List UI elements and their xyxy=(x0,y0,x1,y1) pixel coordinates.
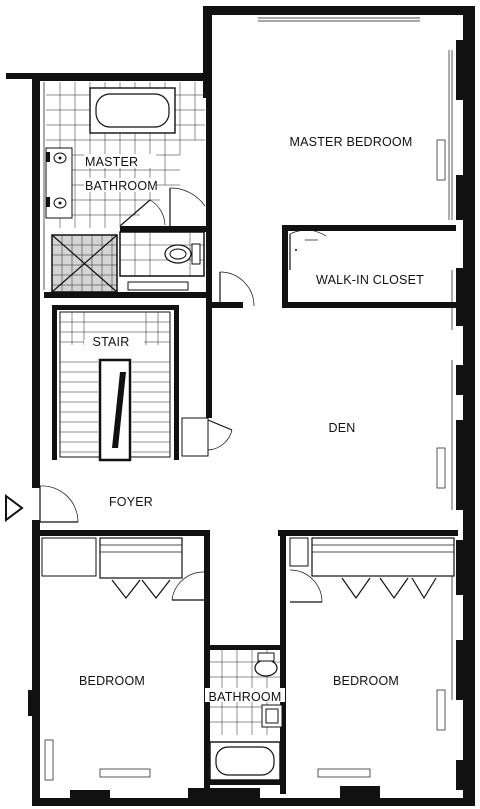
foyer-entry xyxy=(5,485,79,523)
label-den: DEN xyxy=(329,421,356,435)
left-bedroom-fixtures xyxy=(41,537,205,601)
label-master-bathroom-line2: BATHROOM xyxy=(85,179,158,193)
label-bedroom-right: BEDROOM xyxy=(333,674,399,688)
label-walk-in-closet: WALK-IN CLOSET xyxy=(316,273,424,287)
exterior-walls xyxy=(6,6,475,806)
bathroom-fixtures xyxy=(209,650,283,781)
label-master-bedroom: MASTER BEDROOM xyxy=(290,135,413,149)
master-bedroom-doors xyxy=(219,229,327,307)
master-bathroom-fixtures xyxy=(45,82,206,293)
stair xyxy=(59,311,233,462)
label-bedroom-left: BEDROOM xyxy=(79,674,145,688)
label-stair: STAIR xyxy=(93,335,130,349)
interior-walls xyxy=(32,98,458,794)
label-foyer: FOYER xyxy=(109,495,153,509)
right-bedroom-fixtures xyxy=(289,537,455,603)
label-bathroom: BATHROOM xyxy=(209,690,282,704)
label-master-bathroom-line1: MASTER xyxy=(85,155,138,169)
room-labels: MASTER BEDROOM MASTER BATHROOM WALK-IN C… xyxy=(79,135,424,704)
